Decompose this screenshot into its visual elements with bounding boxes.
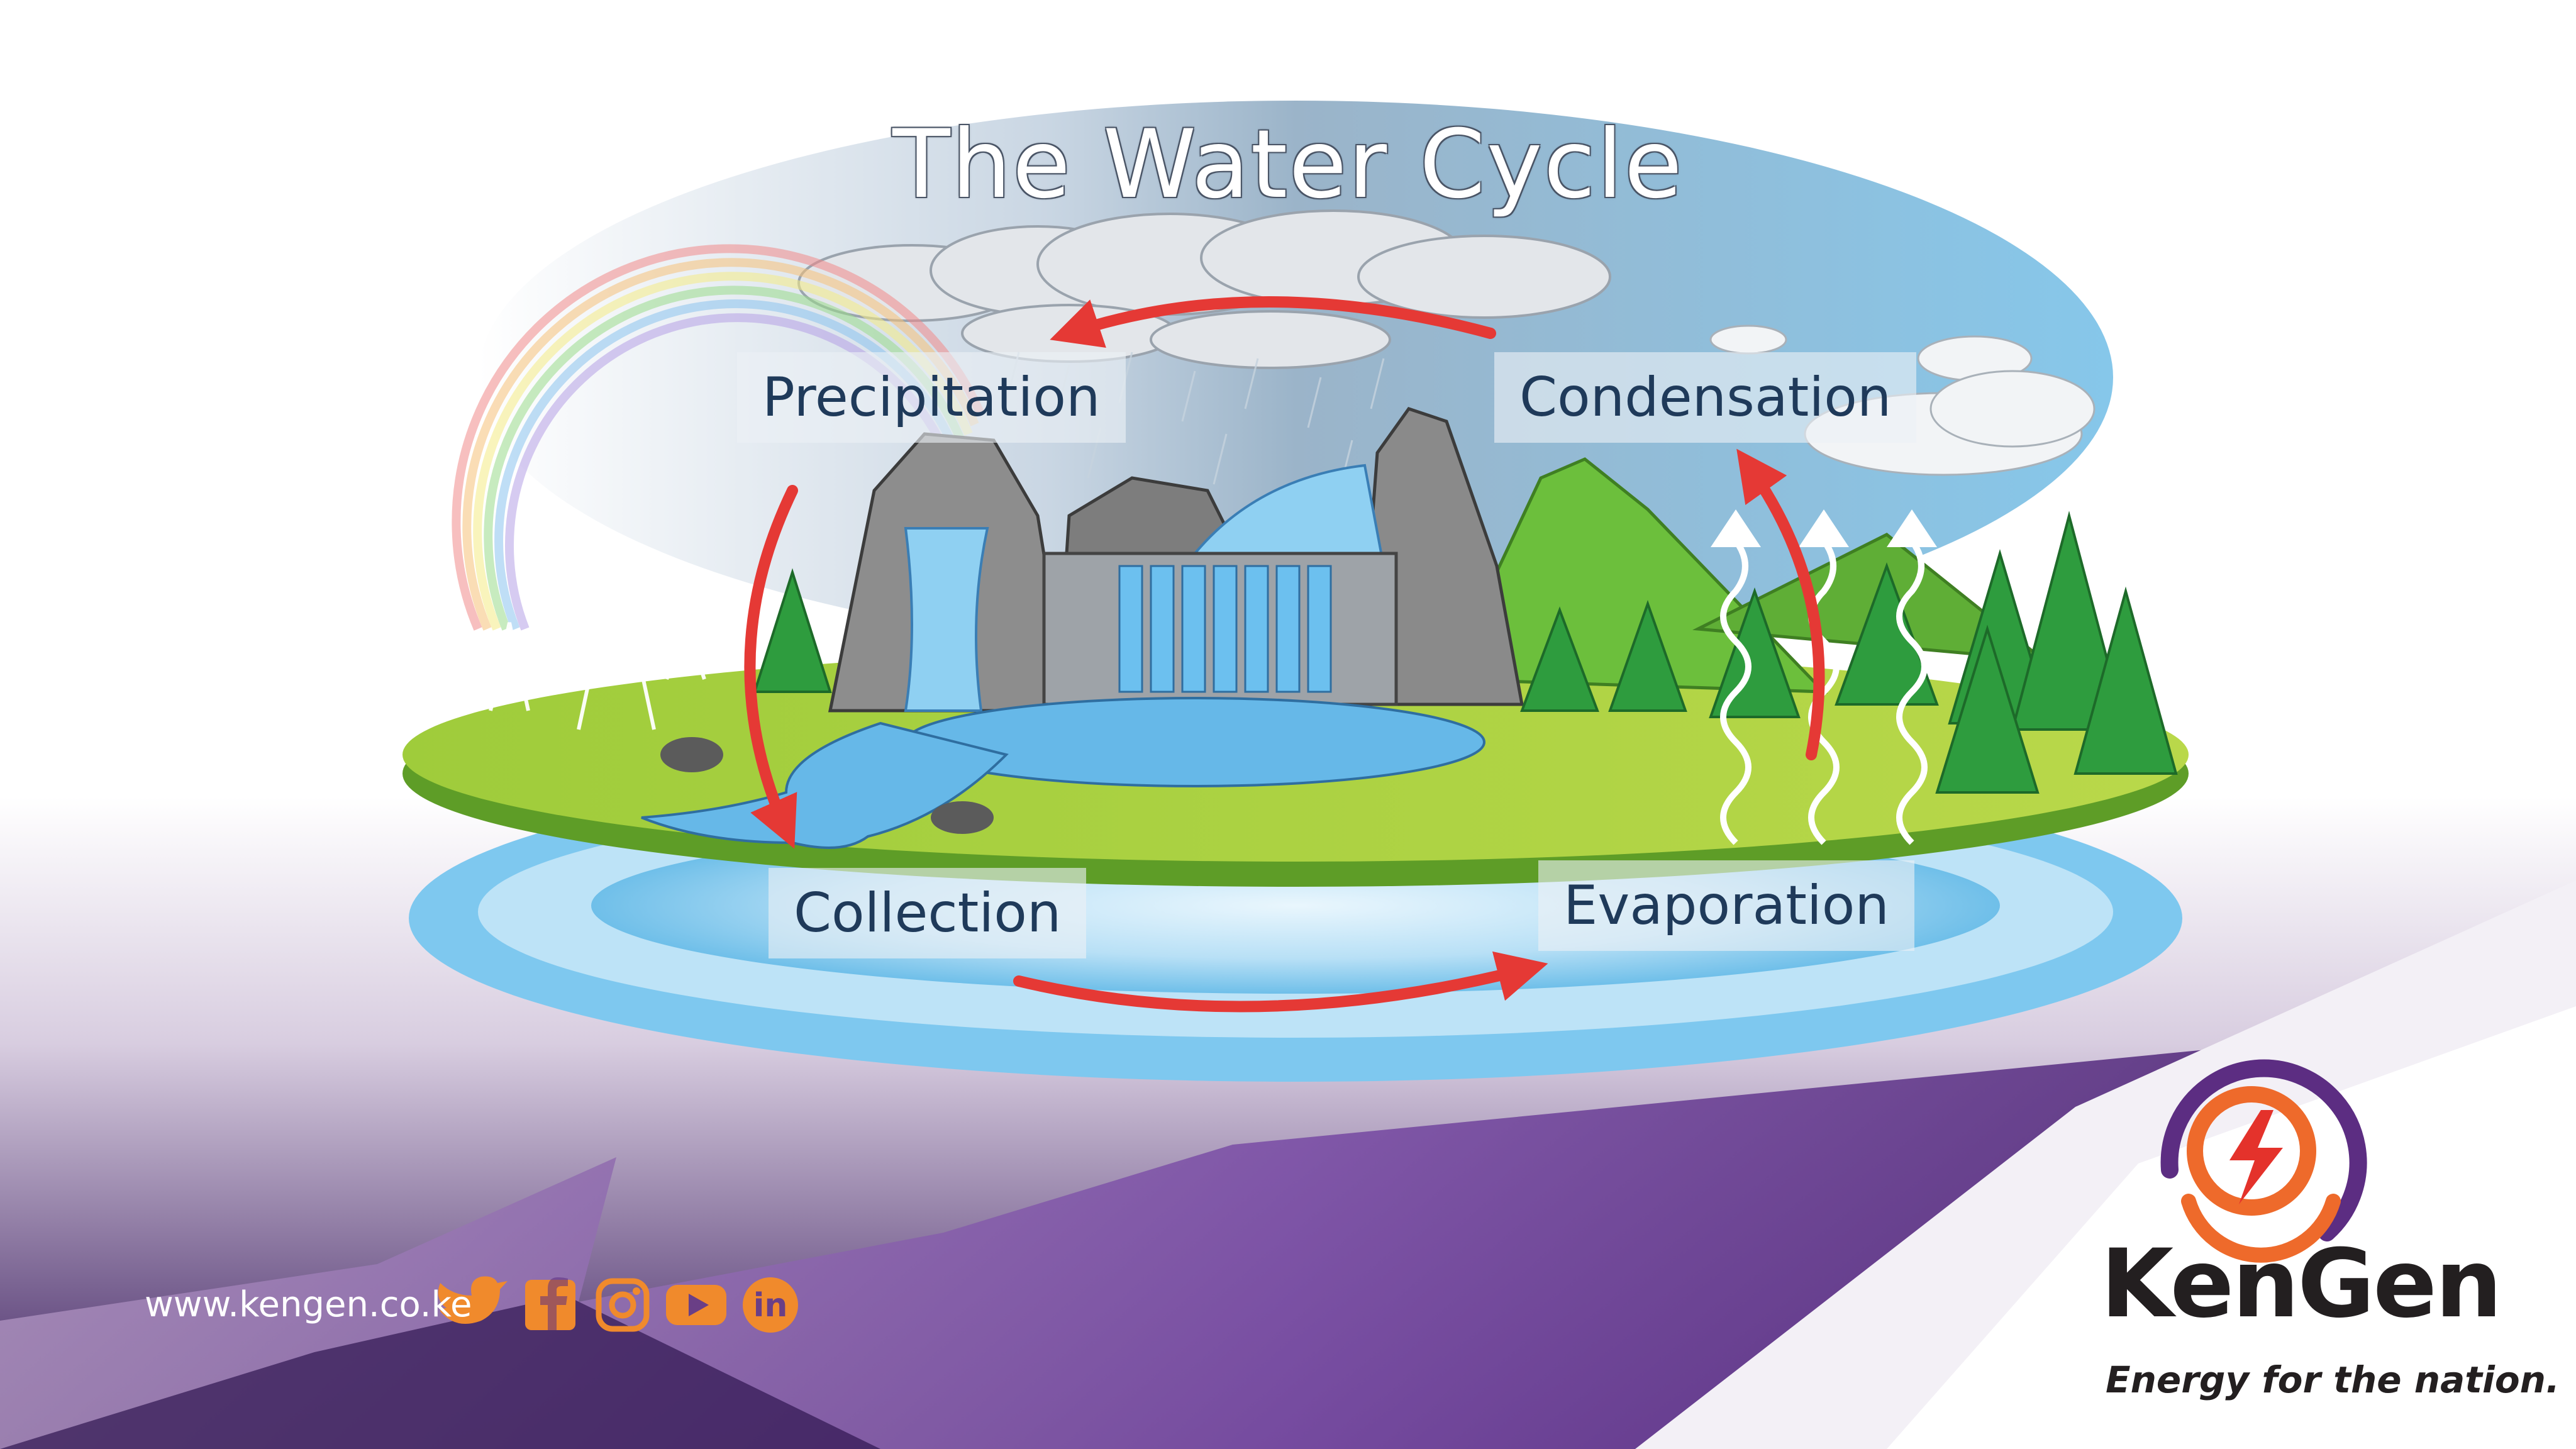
website-url[interactable]: www.kengen.co.ke	[145, 1284, 472, 1325]
twitter-icon	[438, 1276, 508, 1324]
linkedin-icon: in	[743, 1277, 798, 1333]
facebook-icon	[525, 1277, 575, 1330]
diagram-title: The Water Cycle	[892, 110, 1684, 219]
label-condensation: Condensation	[1494, 352, 1917, 443]
brand-tagline: Energy for the nation.	[2106, 1358, 2560, 1401]
label-evaporation: Evaporation	[1538, 860, 1914, 951]
youtube-icon	[666, 1285, 726, 1325]
svg-text:in: in	[753, 1287, 788, 1324]
brand-name: KenGen	[2101, 1230, 2502, 1339]
kengen-logo-mark-icon	[2160, 1059, 2367, 1263]
label-collection: Collection	[769, 868, 1087, 958]
instagram-icon	[596, 1278, 650, 1332]
label-precipitation: Precipitation	[737, 352, 1126, 443]
